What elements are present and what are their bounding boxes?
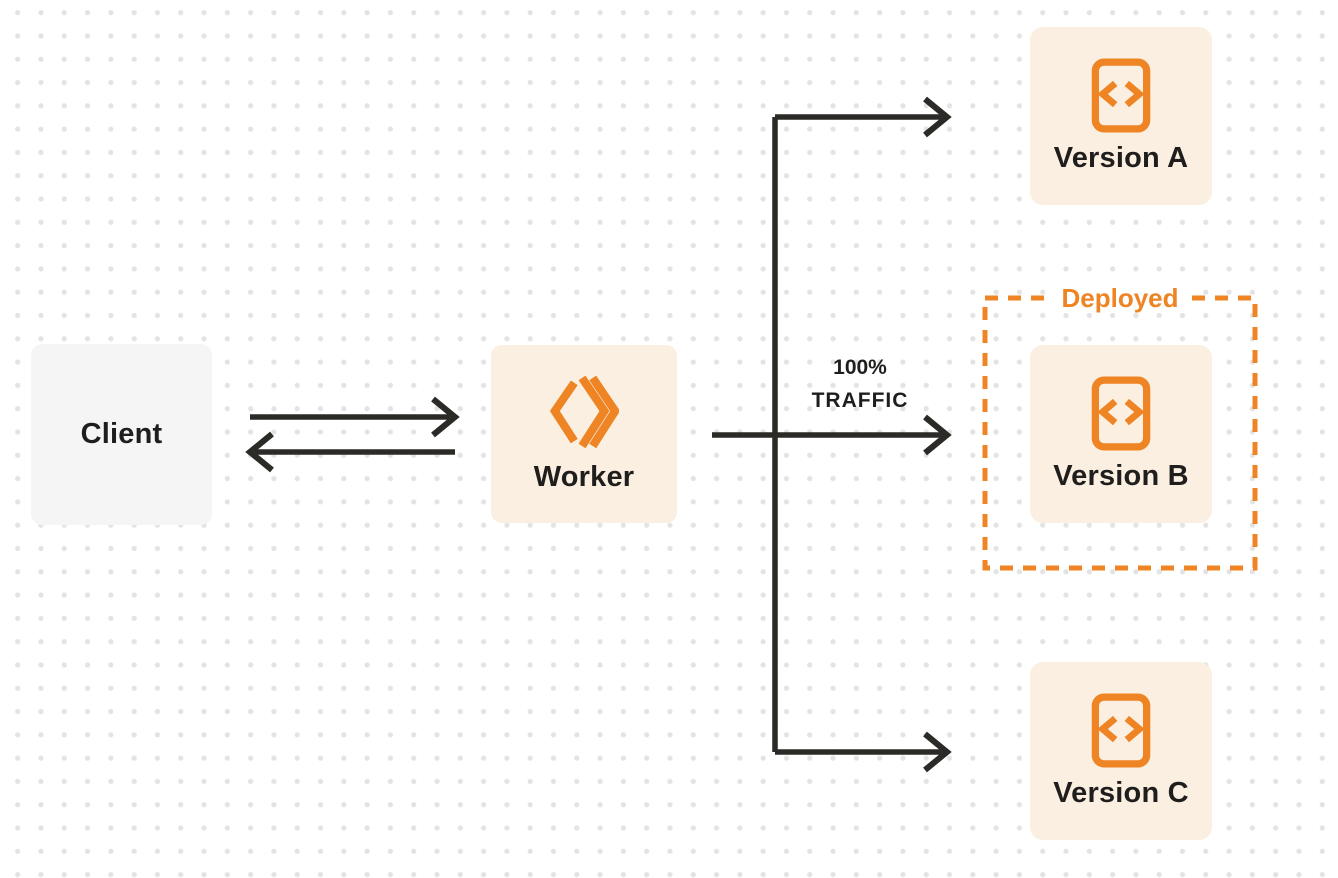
node-version-b: Version B [1030,345,1212,523]
node-version-c: Version C [1030,662,1212,840]
traffic-percent-label: 100% [833,356,887,379]
code-file-icon [1091,57,1151,133]
worker-to-version-b-arrowhead [923,414,952,456]
node-client: Client [31,344,212,525]
deployed-badge-label: Deployed [1048,283,1192,313]
version-c-label: Version C [1053,776,1189,809]
node-worker: Worker [491,345,677,523]
version-a-label: Version A [1053,141,1189,174]
code-file-icon [1091,375,1151,451]
code-file-icon [1091,692,1151,768]
cloudflare-workers-logo-icon [549,375,619,449]
worker-to-version-a-arrowhead [923,96,952,138]
version-b-label: Version B [1053,459,1189,492]
worker-to-version-c-arrowhead [923,731,952,773]
traffic-annotation: 100% TRAFFIC [780,351,940,417]
client-label: Client [80,418,163,450]
worker-to-client-arrowhead [245,431,274,473]
traffic-word-label: TRAFFIC [811,389,909,412]
node-version-a: Version A [1030,27,1212,205]
worker-label: Worker [533,460,635,493]
client-to-worker-arrowhead [431,396,460,438]
deployed-badge: Deployed [985,283,1255,313]
